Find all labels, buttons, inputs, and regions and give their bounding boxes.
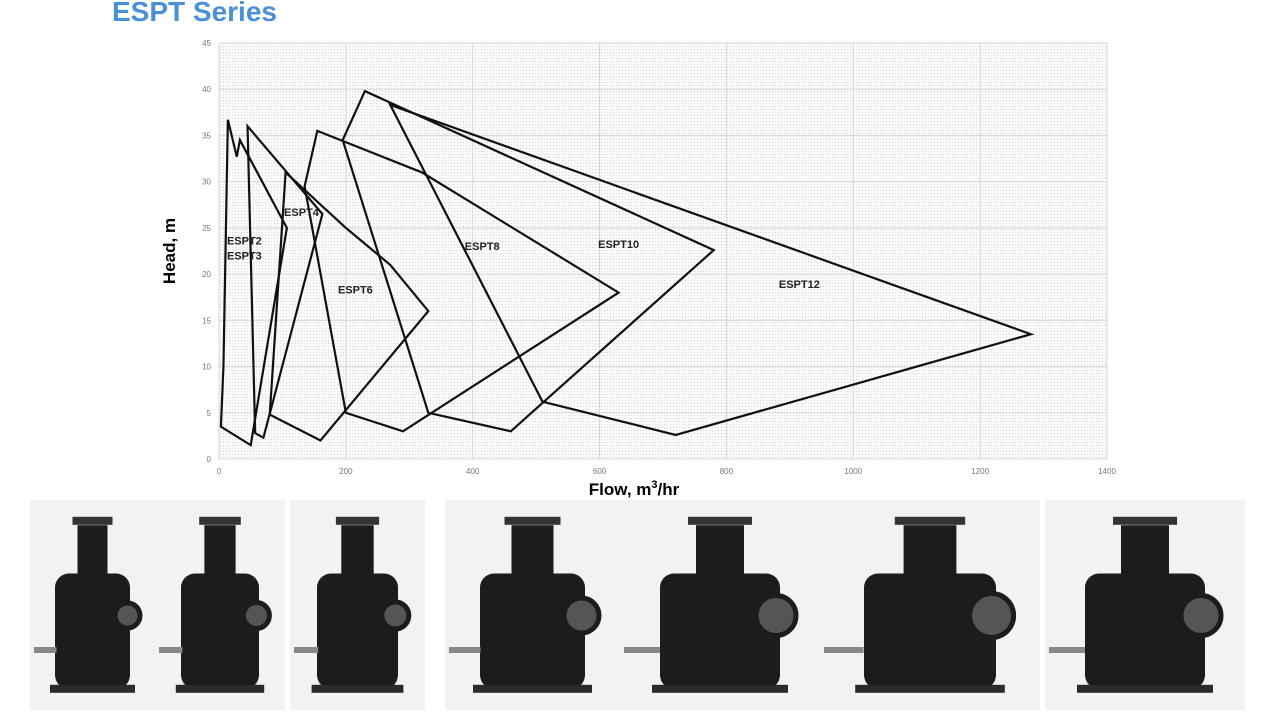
pump-images xyxy=(30,500,1245,710)
tick-labels: 0 200 400 600 800 1000 1200 1400 0 5 10 15 20 25 30 35 4… xyxy=(202,39,1116,476)
x-axis-label: Flow, m3/hr xyxy=(589,479,680,499)
pump-image xyxy=(620,500,820,710)
series-label-espt3: ESPT3 xyxy=(227,250,262,262)
y-tick-label: 35 xyxy=(202,131,211,140)
pump-discharge xyxy=(204,525,236,578)
plot-area xyxy=(218,42,1108,460)
series-envelopes xyxy=(219,89,1035,447)
pump-flange xyxy=(335,516,380,525)
pump-discharge xyxy=(903,525,957,578)
y-tick-label: 45 xyxy=(202,39,211,48)
y-tick-label: 0 xyxy=(207,455,212,464)
series-label-espt2: ESPT2 xyxy=(227,236,262,248)
pump-shaft xyxy=(449,647,481,653)
x-tick-label: 1000 xyxy=(844,467,862,476)
x-axis-label-superscript: 3 xyxy=(651,479,657,491)
pump-image xyxy=(820,500,1040,710)
pump-base xyxy=(311,684,404,693)
x-tick-label: 800 xyxy=(720,467,734,476)
pump-image xyxy=(1045,500,1245,710)
y-tick-label: 40 xyxy=(202,85,211,94)
x-tick-label: 400 xyxy=(466,467,480,476)
envelope-espt2-espt3 xyxy=(219,119,289,447)
envelope-espt6 xyxy=(268,170,430,442)
series-label-espt12: ESPT12 xyxy=(779,279,820,291)
pump-flange xyxy=(199,516,241,525)
pump-suction-port xyxy=(379,599,412,632)
envelope-espt10 xyxy=(341,89,716,433)
x-tick-label: 200 xyxy=(339,467,353,476)
pump-shaft xyxy=(624,647,660,653)
series-label-espt4: ESPT4 xyxy=(284,207,320,219)
pump-flange xyxy=(1113,516,1177,525)
x-axis-label-text: Flow, m xyxy=(589,480,652,499)
x-axis-label-suffix: /hr xyxy=(658,480,680,499)
pump-suction-port xyxy=(753,593,799,638)
y-tick-label: 20 xyxy=(202,270,211,279)
y-tick-label: 30 xyxy=(202,178,211,187)
pump-discharge xyxy=(511,525,554,578)
envelope-espt8 xyxy=(303,129,621,433)
pump-image xyxy=(445,500,620,710)
pump-body xyxy=(864,573,996,689)
series-label-espt10: ESPT10 xyxy=(598,239,639,251)
pump-base xyxy=(175,684,265,693)
pump-discharge xyxy=(1121,525,1169,578)
envelope-chart: 0 200 400 600 800 1000 1200 1400 0 5 10 15 20 25 30 35 4… xyxy=(160,39,1116,499)
x-tick-label: 1200 xyxy=(971,467,989,476)
x-tick-label: 1400 xyxy=(1098,467,1116,476)
pump-base xyxy=(473,684,592,693)
y-tick-label: 15 xyxy=(202,316,211,325)
pump-shaft xyxy=(1049,647,1085,653)
pump-shaft xyxy=(824,647,864,653)
x-tick-label: 0 xyxy=(217,467,222,476)
pump-suction-port xyxy=(1178,593,1224,638)
pump-body xyxy=(480,573,585,689)
pump-body xyxy=(55,573,130,689)
pump-body xyxy=(660,573,780,689)
y-tick-label: 25 xyxy=(202,224,211,233)
pump-image xyxy=(155,500,285,710)
pump-shaft xyxy=(34,647,57,653)
x-tick-label: 600 xyxy=(593,467,607,476)
pump-discharge xyxy=(341,525,374,578)
pump-flange xyxy=(504,516,561,525)
pump-suction-port xyxy=(112,600,143,631)
pump-body xyxy=(317,573,398,689)
pump-flange xyxy=(72,516,113,525)
pump-base xyxy=(50,684,135,693)
pump-discharge xyxy=(77,525,108,578)
pump-image xyxy=(30,500,155,710)
pump-base xyxy=(1077,684,1213,693)
y-axis-label: Head, m xyxy=(160,218,179,284)
pump-flange xyxy=(688,516,752,525)
pump-flange xyxy=(894,516,966,525)
envelope-espt12 xyxy=(388,102,1035,437)
pump-body xyxy=(181,573,259,689)
pump-suction-port xyxy=(240,600,272,631)
pump-shaft xyxy=(159,647,183,653)
y-tick-label: 10 xyxy=(202,363,211,372)
series-label-espt8: ESPT8 xyxy=(465,241,500,253)
pump-discharge xyxy=(696,525,744,578)
series-label-espt6: ESPT6 xyxy=(338,285,373,297)
pump-shaft xyxy=(294,647,319,653)
pump-base xyxy=(652,684,788,693)
page-title: ESPT Series xyxy=(112,0,277,27)
pump-image xyxy=(290,500,425,710)
pump-base xyxy=(855,684,1005,693)
pump-suction-port xyxy=(561,595,602,636)
pump-suction-port xyxy=(967,591,1017,640)
pump-body xyxy=(1085,573,1205,689)
y-tick-label: 5 xyxy=(207,409,212,418)
